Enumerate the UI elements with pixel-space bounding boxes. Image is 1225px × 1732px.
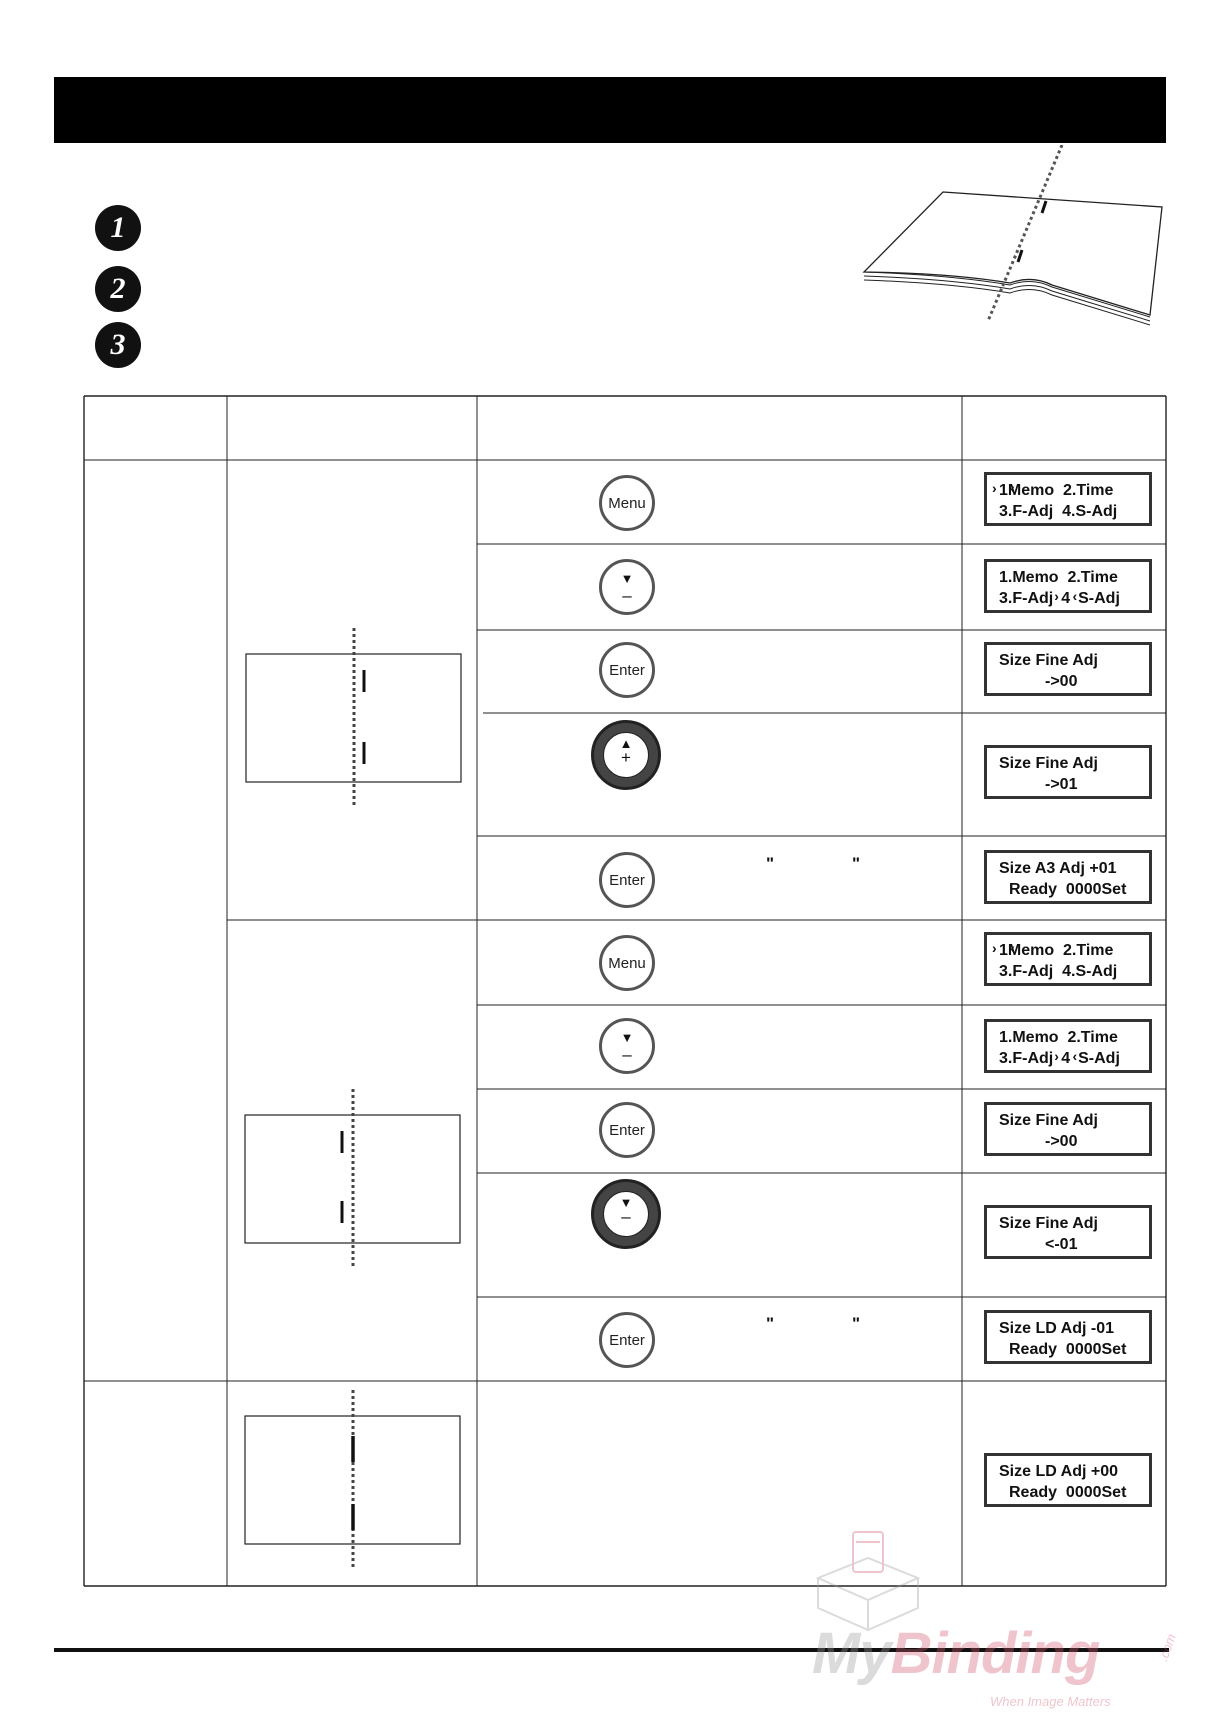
- lcd-display: 1.Memo 2.Time 3.F-Adj4S-Adj: [984, 559, 1152, 613]
- menu-button-label: Menu: [608, 495, 646, 512]
- lcd-display: Size Fine Adj ->00: [984, 642, 1152, 696]
- step-number-2-icon: 2: [95, 266, 141, 312]
- minus-down-button-pressed[interactable]: ▼–: [591, 1179, 661, 1249]
- lcd-display: Size A3 Adj +01 Ready 0000Set: [984, 850, 1152, 904]
- plus-icon: +: [621, 748, 631, 767]
- lcd-line-1: Size A3 Adj +01: [999, 860, 1117, 877]
- header-cell-3: [477, 396, 962, 460]
- lcd-line-1: Size Fine Adj: [999, 1215, 1098, 1232]
- lcd-line-1: 1.Memo 2.Time: [999, 1029, 1118, 1046]
- cut-position-diagram-2: [244, 1089, 461, 1269]
- lcd-line-2: ->00: [1045, 673, 1078, 690]
- header-cell-4: [962, 396, 1166, 460]
- lcd-line-1: 1.Memo 2.Time: [999, 569, 1118, 586]
- blinking-cursor: 4: [1054, 1047, 1077, 1068]
- blinking-cursor: 1: [992, 939, 1015, 960]
- header-cell-1: [84, 396, 227, 460]
- title-bar: [54, 77, 1166, 143]
- menu-button[interactable]: Menu: [599, 475, 655, 531]
- minus-icon: –: [622, 586, 632, 605]
- lcd-line-1: Size LD Adj -01: [999, 1320, 1114, 1337]
- enter-button[interactable]: Enter: [599, 1102, 655, 1158]
- plus-up-button-pressed[interactable]: ▲+: [591, 720, 661, 790]
- down-arrow-icon: ▼: [620, 571, 634, 586]
- lcd-line-2: <-01: [1045, 1236, 1078, 1253]
- lcd-display: Size LD Adj +00 Ready 0000Set: [984, 1453, 1152, 1507]
- lcd-line-1: Size Fine Adj: [999, 755, 1098, 772]
- lcd-display: Size LD Adj -01 Ready 0000Set: [984, 1310, 1152, 1364]
- watermark-brand-a: My: [812, 1621, 892, 1686]
- watermark-brand-b: Binding: [890, 1621, 1101, 1686]
- enter-button[interactable]: Enter: [599, 1312, 655, 1368]
- lcd-line-2: ->00: [1045, 1133, 1078, 1150]
- blinking-cursor: 4: [1054, 587, 1077, 608]
- lcd-display: Size Fine Adj ->01: [984, 745, 1152, 799]
- enter-button[interactable]: Enter: [599, 852, 655, 908]
- mybinding-watermark: MyBinding .com When Image Matters: [808, 1528, 1183, 1714]
- down-arrow-icon: ▼: [619, 1195, 633, 1210]
- enter-button[interactable]: Enter: [599, 642, 655, 698]
- footer-rule: [54, 1648, 1169, 1652]
- enter-button-label: Enter: [609, 872, 645, 889]
- cut-position-diagram-3: [244, 1390, 461, 1570]
- blinking-cursor: 1: [992, 479, 1015, 500]
- header-cell-2: [227, 396, 477, 460]
- minus-icon: –: [621, 1207, 631, 1226]
- menu-button[interactable]: Menu: [599, 935, 655, 991]
- step-number-3-icon: 3: [95, 322, 141, 368]
- down-arrow-icon: ▼: [620, 1030, 634, 1045]
- up-arrow-icon: ▲: [619, 736, 633, 751]
- quote-close: ": [852, 1314, 861, 1333]
- lcd-line-2: Ready 0000Set: [1009, 881, 1127, 898]
- lcd-line-1: Memo 2.Time: [1007, 942, 1114, 959]
- lcd-display: Size Fine Adj <-01: [984, 1205, 1152, 1259]
- enter-button-label: Enter: [609, 662, 645, 679]
- minus-icon: –: [622, 1045, 632, 1064]
- lcd-line-1: Size LD Adj +00: [999, 1463, 1118, 1480]
- lcd-display: 1Memo 2.Time 3.F-Adj 4.S-Adj: [984, 932, 1152, 986]
- enter-button-label: Enter: [609, 1332, 645, 1349]
- lcd-line-2: 3.F-Adj 4.S-Adj: [999, 963, 1118, 980]
- lcd-display: Size Fine Adj ->00: [984, 1102, 1152, 1156]
- lcd-line-1: Size Fine Adj: [999, 652, 1098, 669]
- quote-close: ": [852, 854, 861, 873]
- minus-down-button[interactable]: ▼–: [599, 1018, 655, 1074]
- watermark-suffix: .com: [1155, 1631, 1179, 1664]
- lcd-display: 1.Memo 2.Time 3.F-Adj4S-Adj: [984, 1019, 1152, 1073]
- menu-button-label: Menu: [608, 955, 646, 972]
- minus-down-button[interactable]: ▼–: [599, 559, 655, 615]
- lcd-line-2: ->01: [1045, 776, 1078, 793]
- cut-position-diagram-1: [245, 628, 462, 808]
- lcd-display: 1Memo 2.Time 3.F-Adj 4.S-Adj: [984, 472, 1152, 526]
- lcd-line-1: Size Fine Adj: [999, 1112, 1098, 1129]
- quote-open: ": [766, 854, 775, 873]
- lcd-line-2: Ready 0000Set: [1009, 1484, 1127, 1501]
- lcd-line-2: 3.F-Adj 4.S-Adj: [999, 503, 1118, 520]
- lcd-line-2: 3.F-Adj: [999, 590, 1054, 607]
- lcd-line-2: Ready 0000Set: [1009, 1341, 1127, 1358]
- lcd-line-2: 3.F-Adj: [999, 1050, 1054, 1067]
- open-booklet-icon: [862, 145, 1163, 326]
- quote-open: ": [766, 1314, 775, 1333]
- watermark-tagline: When Image Matters: [990, 1694, 1111, 1709]
- lcd-line-1: Memo 2.Time: [1007, 482, 1114, 499]
- enter-button-label: Enter: [609, 1122, 645, 1139]
- binding-machine-logo-icon: [815, 1531, 921, 1632]
- step-number-1-icon: 1: [95, 205, 141, 251]
